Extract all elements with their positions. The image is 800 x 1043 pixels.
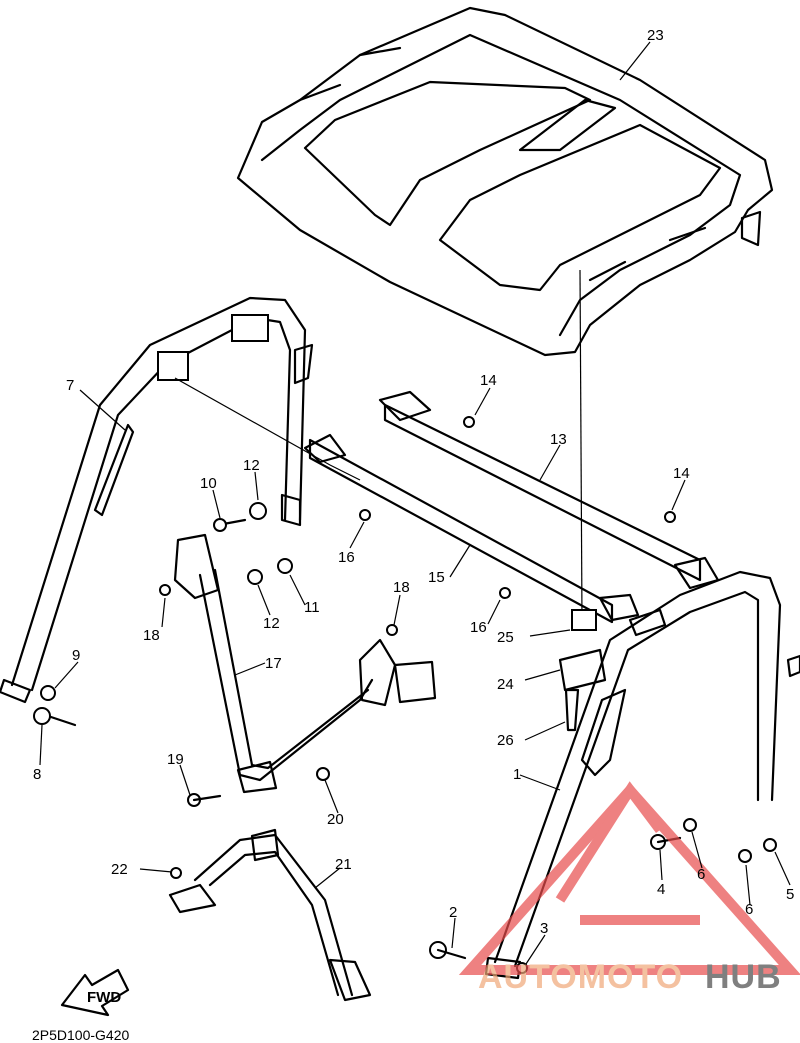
callout-7: 7 bbox=[66, 377, 74, 394]
watermark-logo: AUTOMOTO HUB bbox=[458, 781, 800, 996]
callout-2: 2 bbox=[449, 904, 457, 921]
callout-16: 16 bbox=[338, 549, 355, 566]
watermark-text-2: HUB bbox=[705, 958, 782, 996]
fwd-label: FWD bbox=[87, 989, 121, 1006]
leader-lines bbox=[39, 41, 791, 965]
callout-3: 3 bbox=[540, 920, 548, 937]
callout-14: 14 bbox=[673, 465, 690, 482]
callout-18: 18 bbox=[393, 579, 410, 596]
brace-17 bbox=[173, 533, 437, 794]
callout-23: 23 bbox=[647, 27, 664, 44]
callout-6: 6 bbox=[745, 901, 753, 918]
callout-4: 4 bbox=[657, 881, 665, 898]
callout-25: 25 bbox=[497, 629, 514, 646]
callout-labels: 23 7 14 13 10 12 16 14 11 12 15 18 18 16… bbox=[33, 27, 794, 937]
callout-17: 17 bbox=[265, 655, 282, 672]
callout-1: 1 bbox=[513, 766, 521, 783]
callout-9: 9 bbox=[72, 647, 80, 664]
watermark-text-1: AUTOMOTO bbox=[478, 958, 683, 996]
callout-19: 19 bbox=[167, 751, 184, 768]
callout-21: 21 bbox=[335, 856, 352, 873]
callout-10: 10 bbox=[200, 475, 217, 492]
callout-15: 15 bbox=[428, 569, 445, 586]
callout-5: 5 bbox=[786, 886, 794, 903]
callout-6: 6 bbox=[697, 866, 705, 883]
callout-12: 12 bbox=[243, 457, 260, 474]
callout-20: 20 bbox=[327, 811, 344, 828]
callout-11: 11 bbox=[304, 599, 320, 616]
roof-panel bbox=[236, 6, 774, 621]
callout-16: 16 bbox=[470, 619, 487, 636]
callout-8: 8 bbox=[33, 766, 41, 783]
callout-14: 14 bbox=[480, 372, 497, 389]
diagram-code: 2P5D100-G420 bbox=[32, 1027, 130, 1043]
callout-24: 24 bbox=[497, 676, 514, 693]
right-frame bbox=[484, 570, 800, 980]
callout-22: 22 bbox=[111, 861, 128, 878]
callout-18: 18 bbox=[143, 627, 160, 644]
callout-26: 26 bbox=[497, 732, 514, 749]
fwd-arrow: FWD bbox=[60, 968, 130, 1017]
callout-13: 13 bbox=[550, 431, 567, 448]
callout-12: 12 bbox=[263, 615, 280, 632]
left-pillar bbox=[0, 296, 361, 704]
cross-bars bbox=[303, 390, 720, 624]
brace-21 bbox=[168, 828, 372, 1002]
